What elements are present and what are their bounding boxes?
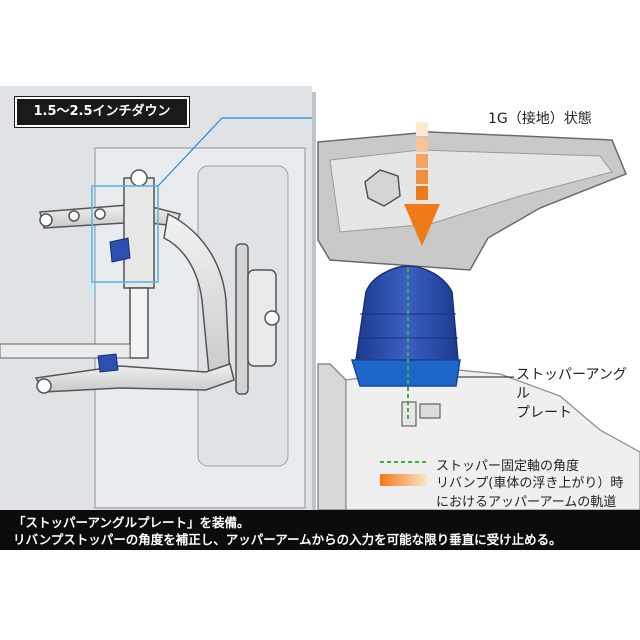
legend-trajectory-line1: リバンプ(車体の浮き上がり）時 [436, 474, 623, 493]
plate-label-line1: ストッパーアングル [516, 366, 636, 404]
legend-trajectory-sample [380, 474, 428, 486]
frame-closeup [318, 364, 346, 510]
brake-rotor [236, 244, 248, 394]
lower-stopper-small [98, 354, 118, 372]
callout-stopper-angle-plate: ストッパーアングル プレート [516, 366, 636, 423]
stopper-angle-plate [352, 360, 460, 386]
plate-label-line2: プレート [516, 404, 636, 423]
lowering-range-tag: 1.5〜2.5インチダウン [15, 97, 189, 127]
callout-1g-state: 1G（接地）状態 [488, 108, 592, 128]
caption-bar: 「ストッパーアングルプレート」を装備。 リバンプストッパーの角度を補正し、アッパ… [0, 510, 640, 550]
caption-line1: 「ストッパーアングルプレート」を装備。 [13, 514, 640, 531]
legend-dashed-label: ストッパー固定軸の角度 [436, 455, 579, 474]
legend-trajectory-label: リバンプ(車体の浮き上がり）時 におけるアッパーアームの軌道 [436, 474, 623, 512]
shock-absorber [124, 178, 154, 288]
upper-stopper-small [110, 238, 130, 262]
caption-line2: リバンプストッパーの角度を補正し、アッパーアームからの入力を可能な限り垂直に受け… [13, 531, 640, 548]
